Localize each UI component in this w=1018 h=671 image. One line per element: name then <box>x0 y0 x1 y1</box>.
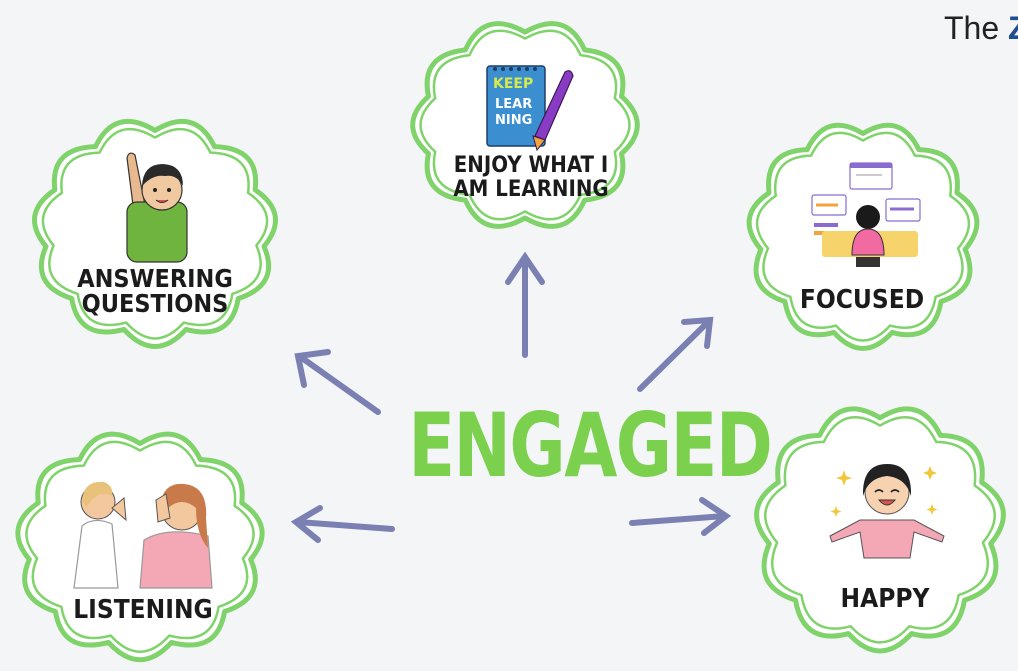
whispering-people-icon <box>73 481 213 589</box>
label-focused: FOCUSED <box>800 285 924 315</box>
node-labels: ANSWERING QUESTIONS ENJOY WHAT I AM LEAR… <box>73 153 930 625</box>
arrow-to-focused <box>637 316 714 392</box>
notebook-text-3: NING <box>495 113 532 128</box>
cloud-answering-inner-outline <box>41 127 269 340</box>
arrow-to-enjoy <box>505 251 545 358</box>
label-enjoy-line-2: AM LEARNING <box>453 177 608 202</box>
label-listening: LISTENING <box>73 595 212 625</box>
label-enjoy-line-1: ENJOY WHAT I <box>454 153 608 178</box>
cloud-listening-outline <box>15 431 265 663</box>
happy-girl-icon <box>829 464 945 559</box>
keep-learning-notebook-icon: KEEP LEAR NING <box>486 65 574 152</box>
notebook-text-1: KEEP <box>493 76 533 92</box>
arrows <box>290 251 732 543</box>
notebook-text-2: LEAR <box>495 97 532 112</box>
arrow-to-listening <box>290 505 395 543</box>
label-answering-line-2: QUESTIONS <box>82 289 229 318</box>
cloud-enjoy-inner-outline <box>419 29 631 221</box>
arrow-to-happy <box>629 497 732 536</box>
label-happy: HAPPY <box>841 584 931 614</box>
arrow-to-answering <box>294 349 381 415</box>
person-at-desk-icon <box>811 162 921 267</box>
center-label-engaged: ENGAGED <box>408 394 773 497</box>
cloud-listening-inner-outline <box>25 440 255 653</box>
raised-hand-boy-icon <box>126 152 188 263</box>
corner-accent: Z <box>1008 10 1018 46</box>
label-answering-line-1: ANSWERING <box>77 264 233 293</box>
cloud-focused-inner-outline <box>755 131 971 342</box>
corner-logo-text: The Z <box>944 10 1018 47</box>
cloud-happy-inner-outline <box>764 416 996 644</box>
cloud-listening <box>15 431 265 663</box>
corner-prefix: The <box>944 10 1009 46</box>
